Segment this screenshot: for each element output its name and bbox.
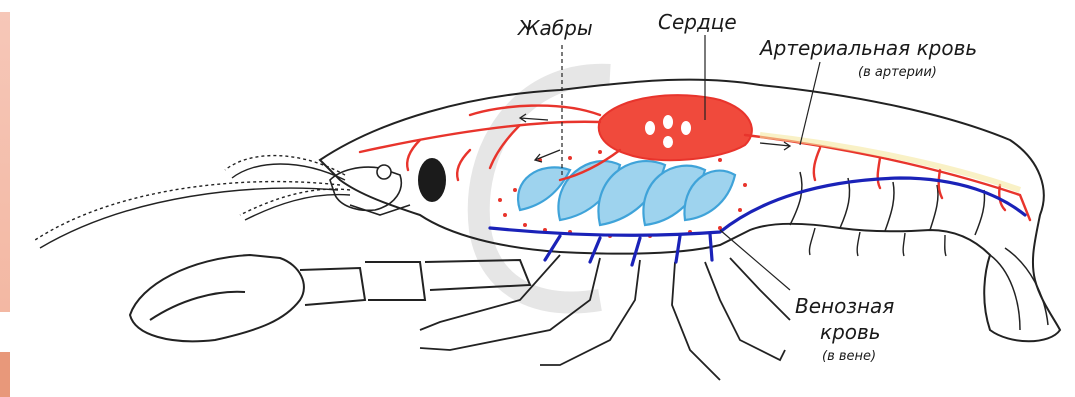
heart-shape xyxy=(599,95,752,160)
label-gills: Жабры xyxy=(518,18,593,38)
tail-fan xyxy=(990,248,1048,330)
swimmerets xyxy=(809,228,946,256)
walking-legs xyxy=(420,255,790,380)
label-venous-note: (в вене) xyxy=(822,350,876,363)
label-arterial-blood: Артериальная кровь xyxy=(760,38,977,58)
claw xyxy=(130,255,530,341)
eye xyxy=(418,158,446,202)
label-venous-line1: Венозная xyxy=(795,296,894,316)
antennae xyxy=(35,156,350,248)
label-heart: Сердце xyxy=(658,12,737,32)
label-venous-line2: кровь xyxy=(820,322,881,342)
gills xyxy=(518,161,735,225)
label-arterial-note: (в артерии) xyxy=(858,66,937,79)
